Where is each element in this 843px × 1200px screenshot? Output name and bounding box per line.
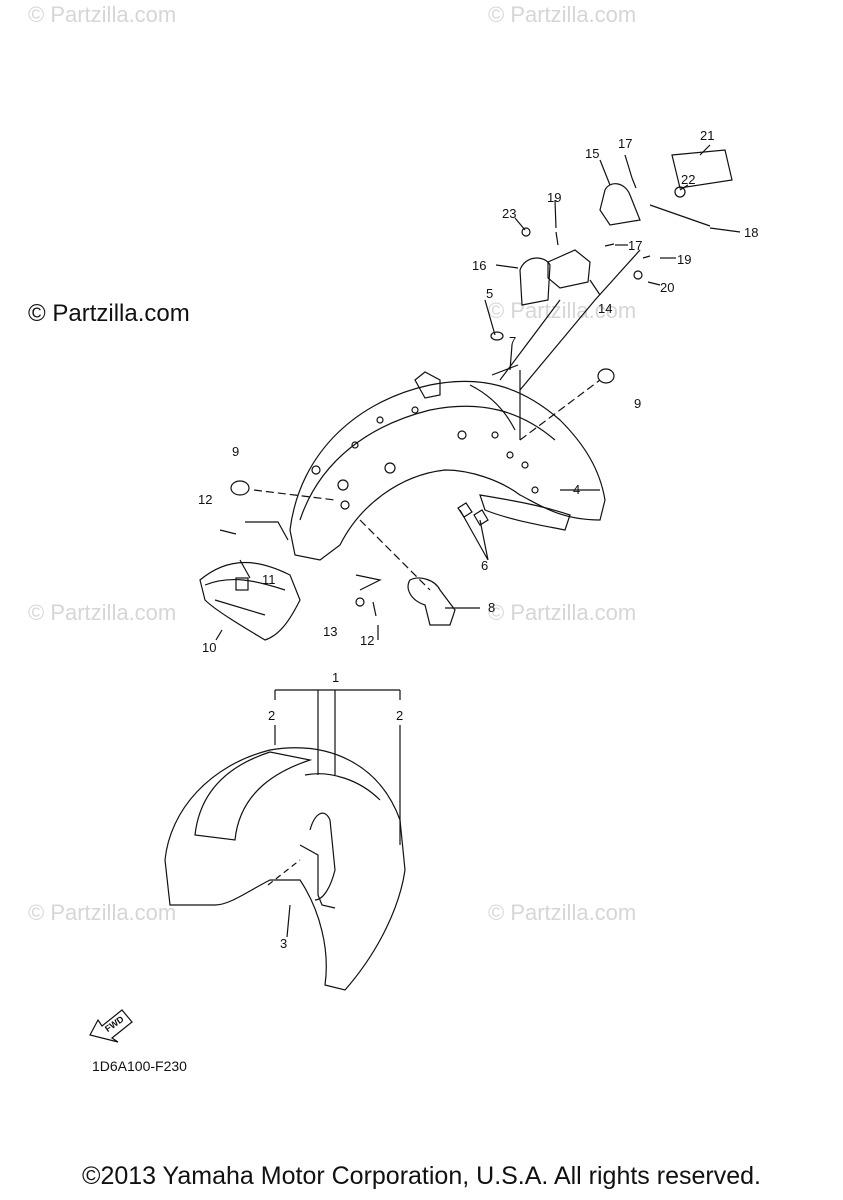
callout-21: 21 <box>700 128 714 143</box>
callout-16: 16 <box>472 258 486 273</box>
callout-2: 2 <box>396 708 403 723</box>
watermark: © Partzilla.com <box>488 2 637 27</box>
callout-7: 7 <box>509 334 516 349</box>
callout-13: 13 <box>323 624 337 639</box>
callout-12: 12 <box>198 492 212 507</box>
callout-2: 2 <box>268 708 275 723</box>
watermark: © Partzilla.com <box>28 600 177 625</box>
callout-22: 22 <box>681 172 695 187</box>
rear-fender <box>289 380 606 561</box>
brand-watermark: © Partzilla.com <box>28 300 190 327</box>
fwd-label: FWD <box>103 1014 126 1034</box>
callout-9: 9 <box>634 396 641 411</box>
callout-20: 20 <box>660 280 674 295</box>
watermark: © Partzilla.com <box>488 298 637 323</box>
watermark: © Partzilla.com <box>28 900 177 925</box>
callout-10: 10 <box>202 640 216 655</box>
callout-19: 19 <box>677 252 691 267</box>
taillight-cover <box>199 562 301 641</box>
callout-9: 9 <box>232 444 239 459</box>
callout-11: 11 <box>262 572 276 587</box>
callout-17: 17 <box>618 136 632 151</box>
callout-19: 19 <box>547 190 561 205</box>
callout-8: 8 <box>488 600 495 615</box>
watermark: © Partzilla.com <box>488 900 637 925</box>
watermark: © Partzilla.com <box>488 600 637 625</box>
front-fender <box>164 747 406 991</box>
callout-15: 15 <box>585 146 599 161</box>
callout-17: 17 <box>628 238 642 253</box>
callout-3: 3 <box>280 936 287 951</box>
watermark: © Partzilla.com <box>28 2 177 27</box>
callout-12: 12 <box>360 633 374 648</box>
copyright-footer: ©2013 Yamaha Motor Corporation, U.S.A. A… <box>82 1162 761 1190</box>
diagram-code: 1D6A100-F230 <box>92 1058 187 1074</box>
fwd-arrow-icon <box>89 1009 133 1043</box>
callout-14: 14 <box>598 301 612 316</box>
callout-4: 4 <box>573 482 580 497</box>
callout-5: 5 <box>486 286 493 301</box>
callout-18: 18 <box>744 225 758 240</box>
callout-23: 23 <box>502 206 516 221</box>
callout-1: 1 <box>332 670 339 685</box>
callout-6: 6 <box>481 558 488 573</box>
